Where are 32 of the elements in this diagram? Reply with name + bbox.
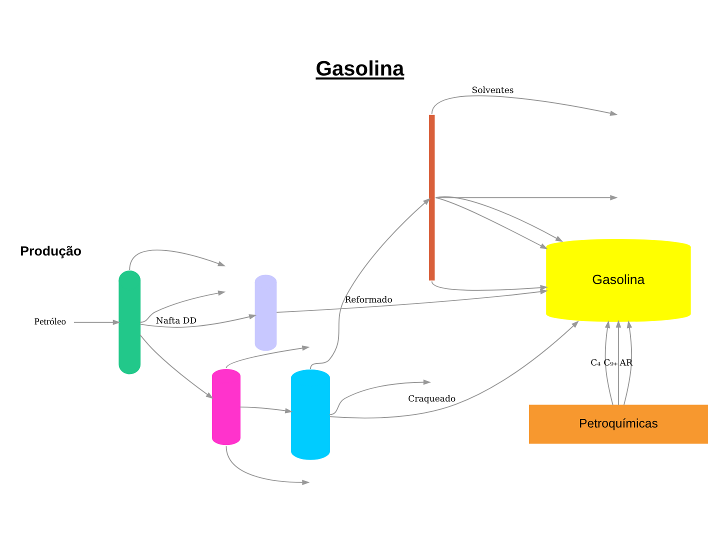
arrow xyxy=(140,334,214,399)
arrow xyxy=(129,250,226,270)
edge-label: Craqueado xyxy=(408,394,456,405)
edge-label: Nafta DD xyxy=(156,316,197,326)
edge-label: AR xyxy=(620,358,632,368)
arrow xyxy=(276,289,548,313)
label: Produção xyxy=(20,243,82,258)
arrow xyxy=(330,320,579,419)
arrow xyxy=(140,290,226,323)
arrow xyxy=(310,198,431,370)
edge-label: Reformado xyxy=(344,296,392,306)
arrow xyxy=(226,346,310,369)
arrow xyxy=(435,196,564,242)
edge-label: C₉₊ xyxy=(604,358,618,368)
arrow xyxy=(73,320,120,326)
arrow xyxy=(623,320,632,406)
arrow xyxy=(616,320,622,406)
arrow xyxy=(240,406,293,414)
arrow xyxy=(431,280,548,291)
arrow xyxy=(435,194,618,200)
arrow xyxy=(435,197,548,250)
arrow xyxy=(431,95,618,116)
arrow xyxy=(604,320,614,406)
node-box: Petroquímicas xyxy=(528,404,708,444)
arrow xyxy=(329,380,432,416)
edge-label: C₄ xyxy=(590,358,601,368)
node-bar xyxy=(429,114,435,280)
arrow xyxy=(140,314,257,328)
node-text: Petróleo xyxy=(34,318,66,328)
arrow xyxy=(226,446,310,486)
edge-label: Solventes xyxy=(472,86,514,96)
diagram-title: Gasolina xyxy=(316,57,404,80)
